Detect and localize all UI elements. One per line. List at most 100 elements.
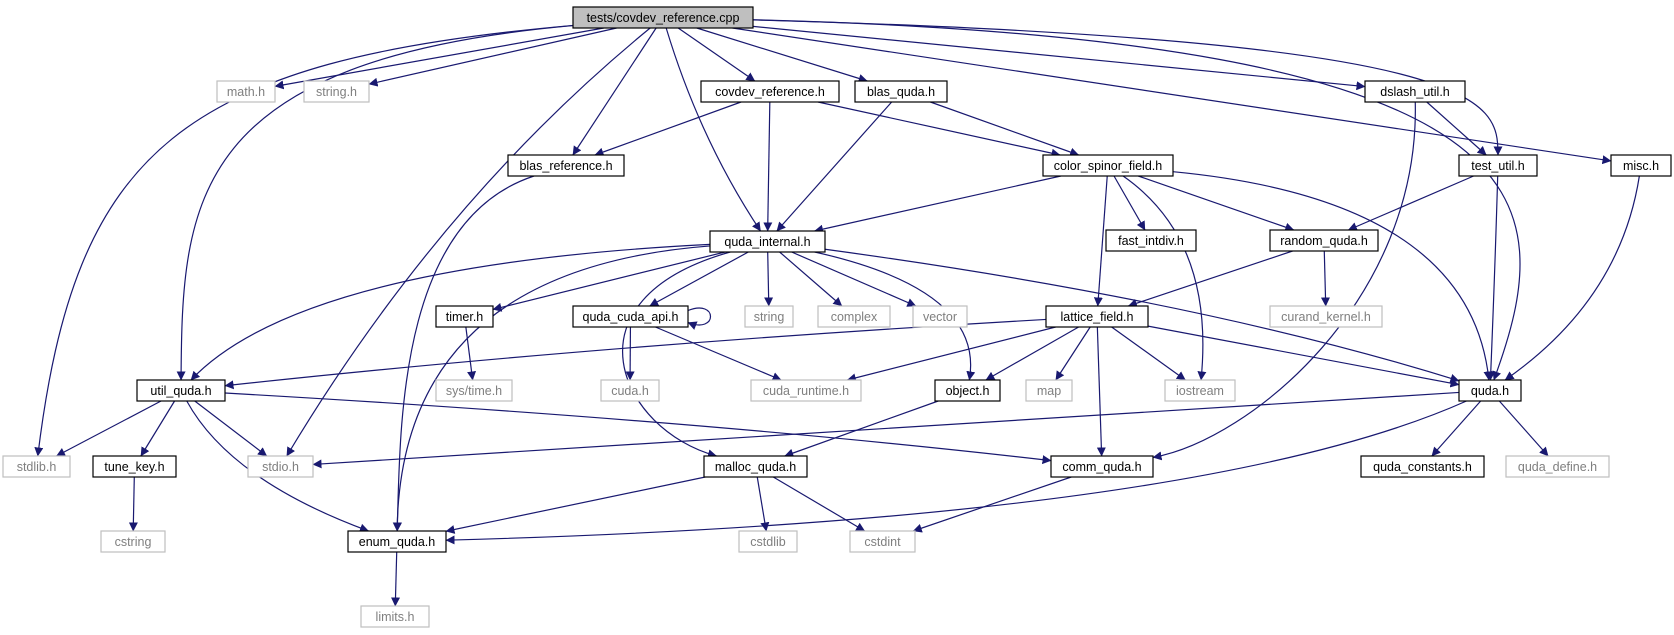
- node-dslash_util[interactable]: dslash_util.h: [1364, 80, 1466, 103]
- node-map: map: [1025, 379, 1073, 402]
- node-box: [572, 6, 754, 29]
- edge-test_util-to-quda_h: [1486, 175, 1499, 381]
- node-label: cstring: [115, 535, 152, 549]
- node-label: random_quda.h: [1280, 234, 1368, 248]
- edge-root-to-string_h: [368, 27, 617, 87]
- node-stdio: stdio.h: [247, 455, 314, 478]
- node-box: [934, 379, 1001, 402]
- node-box: [1458, 379, 1522, 402]
- node-timer[interactable]: timer.h: [435, 305, 494, 328]
- node-quda_internal[interactable]: quda_internal.h: [709, 230, 826, 253]
- edge-object-to-malloc_quda: [784, 400, 939, 458]
- edge-csf-to-lattice: [1093, 175, 1108, 307]
- edge-enum_quda-to-limits: [391, 551, 401, 607]
- node-box: [347, 530, 447, 553]
- node-box: [703, 455, 808, 478]
- node-box: [303, 80, 370, 103]
- edge-quda_internal-to-quda_h: [824, 248, 1460, 383]
- node-box: [1269, 229, 1379, 252]
- node-box: [1505, 455, 1610, 478]
- edge-dslash_util-to-test_util: [1426, 101, 1487, 156]
- node-box: [1269, 305, 1383, 328]
- node-quda_constants[interactable]: quda_constants.h: [1360, 455, 1485, 478]
- node-label: quda_internal.h: [724, 235, 810, 249]
- node-label: util_quda.h: [150, 384, 211, 398]
- node-label: timer.h: [446, 310, 484, 324]
- node-box: [136, 379, 226, 402]
- edge-covdev_ref-to-blas_ref: [594, 101, 742, 157]
- edge-quda_h-to-quda_define: [1498, 400, 1549, 457]
- node-box: [700, 80, 840, 103]
- node-label: string: [754, 310, 785, 324]
- node-box: [435, 305, 494, 328]
- node-stdlib: stdlib.h: [2, 455, 71, 478]
- node-label: sys/time.h: [446, 384, 502, 398]
- node-box: [1045, 305, 1149, 328]
- edge-cuda_api-to-cuda_api: [687, 307, 711, 330]
- node-complex: complex: [817, 305, 891, 328]
- edge-util_quda-to-comm_quda: [224, 392, 1052, 465]
- node-test_util[interactable]: test_util.h: [1458, 154, 1538, 177]
- node-blas_quda[interactable]: blas_quda.h: [854, 80, 948, 103]
- node-label: test_util.h: [1471, 159, 1525, 173]
- node-blas_ref[interactable]: blas_reference.h: [507, 154, 625, 177]
- node-label: cstdlib: [750, 535, 785, 549]
- node-box: [507, 154, 625, 177]
- node-label: stdlib.h: [17, 460, 57, 474]
- node-curand: curand_kernel.h: [1269, 305, 1383, 328]
- node-random_quda[interactable]: random_quda.h: [1269, 229, 1379, 252]
- node-math: math.h: [216, 80, 276, 103]
- node-label: fast_intdiv.h: [1118, 234, 1184, 248]
- node-cstdlib: cstdlib: [738, 530, 798, 553]
- edge-quda_internal-to-enum_quda: [392, 245, 711, 532]
- edge-root-to-quda_internal: [665, 27, 762, 232]
- edge-util_quda-to-tune_key: [140, 400, 176, 457]
- node-box: [92, 455, 177, 478]
- edge-blas_quda-to-quda_internal: [776, 101, 893, 232]
- node-label: tests/covdev_reference.cpp: [587, 11, 740, 25]
- edge-random_quda-to-lattice: [1127, 250, 1293, 308]
- node-box: [817, 305, 891, 328]
- edge-dslash_util-to-comm_quda: [1152, 101, 1416, 461]
- node-object[interactable]: object.h: [934, 379, 1001, 402]
- node-box: [912, 305, 968, 328]
- node-enum_quda[interactable]: enum_quda.h: [347, 530, 447, 553]
- node-box: [216, 80, 276, 103]
- node-cuda_runtime: cuda_runtime.h: [750, 379, 862, 402]
- node-label: enum_quda.h: [359, 535, 436, 549]
- edge-lattice-to-quda_h: [1147, 325, 1460, 388]
- edge-quda_h-to-enum_quda: [445, 400, 1467, 545]
- edge-root-to-math: [274, 27, 604, 90]
- node-quda_h[interactable]: quda.h: [1458, 379, 1522, 402]
- node-cuda_api[interactable]: quda_cuda_api.h: [572, 305, 689, 328]
- edge-quda_internal-to-vector: [791, 251, 917, 307]
- edge-lattice-to-comm_quda: [1096, 326, 1106, 457]
- node-box: [1360, 455, 1485, 478]
- node-box: [247, 455, 314, 478]
- edge-root-to-misc: [732, 27, 1612, 165]
- edge-root-to-dslash_util: [752, 25, 1366, 91]
- edge-root-to-blas_quda: [696, 27, 868, 83]
- node-root[interactable]: tests/covdev_reference.cpp: [572, 6, 754, 29]
- edge-root-to-test_util: [752, 19, 1503, 156]
- node-label: quda_define.h: [1518, 460, 1597, 474]
- node-malloc_quda[interactable]: malloc_quda.h: [703, 455, 808, 478]
- node-fast_intdiv[interactable]: fast_intdiv.h: [1105, 229, 1197, 252]
- edge-csf-to-quda_h: [1172, 171, 1493, 381]
- node-label: tune_key.h: [104, 460, 164, 474]
- node-tune_key[interactable]: tune_key.h: [92, 455, 177, 478]
- node-vector: vector: [912, 305, 968, 328]
- node-label: iostream: [1176, 384, 1224, 398]
- node-comm_quda[interactable]: comm_quda.h: [1050, 455, 1154, 478]
- node-csf[interactable]: color_spinor_field.h: [1042, 154, 1174, 177]
- edge-blas_ref-to-enum_quda: [392, 175, 535, 532]
- node-lattice[interactable]: lattice_field.h: [1045, 305, 1149, 328]
- node-label: dslash_util.h: [1380, 85, 1450, 99]
- node-util_quda[interactable]: util_quda.h: [136, 379, 226, 402]
- edge-malloc_quda-to-cstdlib: [756, 476, 770, 532]
- edge-root-to-blas_ref: [572, 27, 657, 156]
- node-covdev_ref[interactable]: covdev_reference.h: [700, 80, 840, 103]
- node-misc[interactable]: misc.h: [1610, 154, 1672, 177]
